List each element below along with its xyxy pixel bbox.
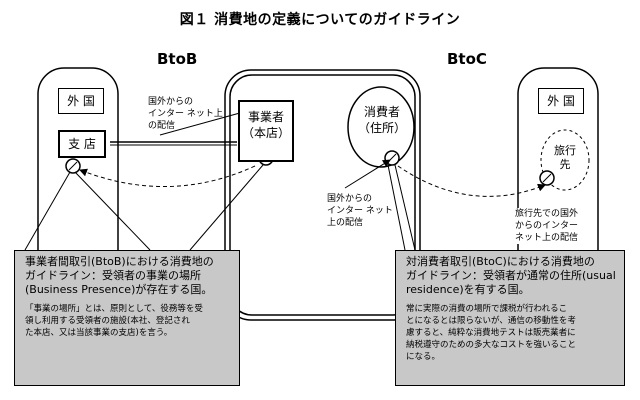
btoc-guideline-head: 対消費者取引(BtoC)における消費地の ガイドライン：受領者が通常の住所(us… [406,255,616,296]
btob-dashed-arrow [79,165,256,187]
consumer-label: 消費者 （住所） [357,105,406,135]
foreign-country-left-box: 外 国 [58,88,104,114]
headoffice-label: 事業者 （本店） [241,110,290,140]
foreign-country-right-box: 外 国 [538,88,584,114]
btob-guideline-body: 「事業の場所」とは、原則として、役務等を受 領し利用する受領者の施設(本社、登記… [25,304,203,338]
travel-destination-label: 旅行 先 [554,144,576,171]
branch-box: 支 店 [58,130,106,158]
btob-guideline-panel: 事業者間取引(BtoB)における消費地の ガイドライン：受領者の事業の場所 (B… [14,250,240,386]
travel-delivery-note: 旅行先での国外 からのインター ネット上の配信 [515,208,579,244]
consumer-ellipse [347,86,415,168]
btoc-guideline-body: 常に実際の消費の場所で課税が行われるこ とになるとは限らないが、通信の移動性を考… [406,304,577,362]
btoc-delivery-note: 国外からの インター ネット 上の配信 [327,194,393,228]
btoc-dashed-arrow [397,165,546,197]
travel-destination-ellipse [540,129,590,191]
btob-label: BtoB [157,50,198,68]
figure-title: 図１ 消費地の定義についてのガイドライン [179,12,461,28]
btoc-label: BtoC [447,50,487,68]
btob-delivery-note: 国外からの インター ネット上 の配信 [148,97,223,131]
domestic-country-container [224,69,421,321]
btoc-delivery-arrow [344,159,391,189]
btob-guideline-head: 事業者間取引(BtoB)における消費地の ガイドライン：受領者の事業の場所 (B… [25,255,214,296]
headoffice-box: 事業者 （本店） [238,100,294,162]
btoc-guideline-panel: 対消費者取引(BtoC)における消費地の ガイドライン：受領者が通常の住所(us… [395,250,625,386]
